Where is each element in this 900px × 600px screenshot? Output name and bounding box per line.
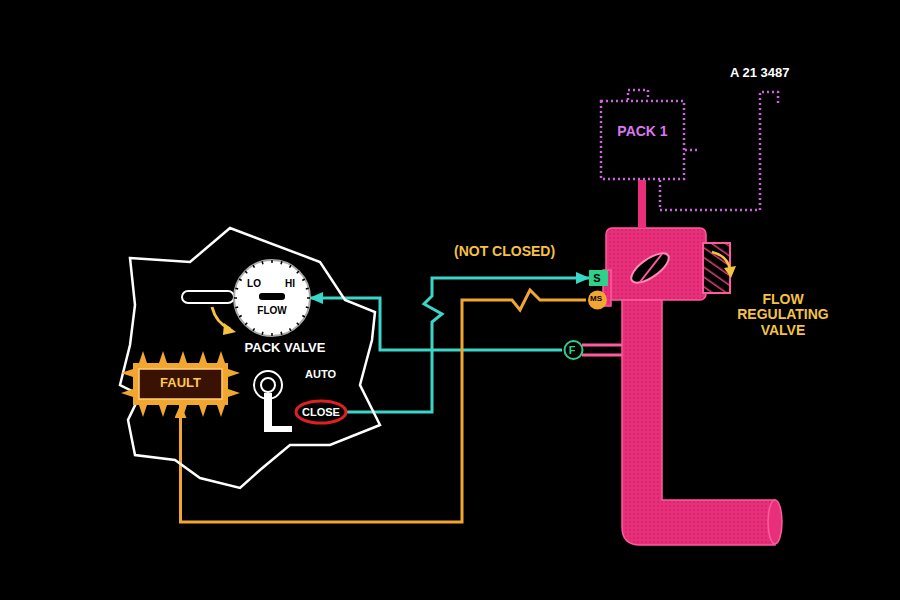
- switch-box: S: [589, 270, 608, 286]
- valve-label: FLOW REGULATING VALVE: [732, 292, 834, 338]
- signal-wire: [347, 278, 589, 412]
- fault-text: FAULT: [139, 376, 222, 390]
- sensor-letter: S: [589, 272, 605, 284]
- duct-link: [638, 180, 646, 228]
- fault-annunciator: FAULT: [133, 363, 228, 405]
- flow-sensor-box: F: [562, 340, 585, 360]
- close-position: CLOSE: [295, 400, 347, 424]
- panel-title: PACK VALVE: [220, 341, 350, 355]
- reference-number: A 21 3487: [730, 66, 840, 80]
- switch-position: AUTO: [305, 368, 355, 380]
- dial-mark: HI: [280, 278, 300, 289]
- pack-name: PACK 1: [604, 124, 681, 139]
- dial-mark: LO: [244, 278, 264, 289]
- flow-selector: LO HI FLOW: [232, 258, 312, 338]
- pack-valve-panel: PACK VALVE LO HI FLOW FAULT CLOSE AUTO: [120, 225, 390, 495]
- pack-box: [600, 100, 685, 180]
- wire-label: (NOT CLOSED): [452, 244, 557, 259]
- duct: [582, 228, 782, 545]
- rotation-arrow: [712, 252, 730, 270]
- switch-position: CLOSE: [297, 406, 345, 418]
- rotation-arrow-head: [724, 266, 736, 278]
- sensor-letter: MS: [586, 295, 606, 304]
- microswitch-box: MS: [586, 290, 609, 310]
- sensor-letter: F: [562, 344, 582, 356]
- flow-dial: [232, 258, 312, 338]
- flow-regulating-valve: FLOW REGULATING VALVE: [612, 228, 837, 358]
- pack-signal-line: [628, 90, 778, 210]
- signal-wire: [310, 298, 562, 350]
- pack-box: PACK 1: [600, 100, 685, 180]
- butterfly-disk: [627, 248, 673, 288]
- dial-label: FLOW: [254, 305, 290, 316]
